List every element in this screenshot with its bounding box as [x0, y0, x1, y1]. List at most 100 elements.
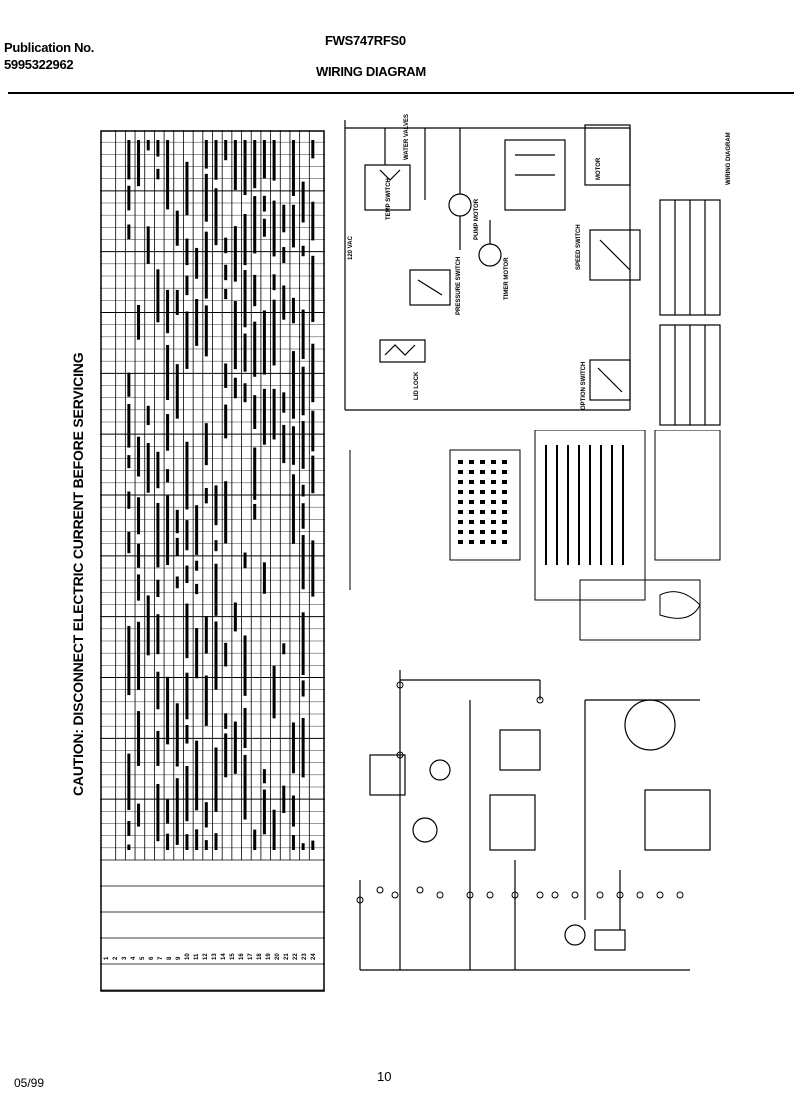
- cam-contact-bar: [282, 424, 286, 464]
- cam-contact-bar: [262, 310, 266, 375]
- cam-contact-bar: [127, 753, 131, 810]
- legend-symbol: [491, 500, 496, 504]
- cam-contact-bar: [185, 565, 189, 584]
- cam-contact-bar: [311, 140, 315, 159]
- legend-symbol: [458, 460, 463, 464]
- legend-symbol: [458, 530, 463, 534]
- cam-contact-bar: [224, 140, 228, 161]
- cam-contact-bar: [224, 264, 228, 281]
- cam-contact-bar: [224, 237, 228, 254]
- cam-contact-bar: [282, 785, 286, 814]
- cam-contact-bar: [214, 833, 218, 850]
- cam-contact-bar: [156, 579, 160, 598]
- cam-contact-bar: [156, 614, 160, 655]
- cam-contact-bar: [311, 255, 315, 322]
- cam-contact-bar: [253, 395, 257, 429]
- legend-symbol: [469, 480, 474, 484]
- legend-symbol: [458, 520, 463, 524]
- timer-row-number: 22: [293, 953, 299, 960]
- cam-contact-bar: [185, 725, 189, 744]
- cam-contact-bar: [282, 392, 286, 413]
- option-switch-label: OPTION SWITCH: [581, 362, 587, 410]
- water-valves-label: WATER VALVES: [404, 114, 410, 160]
- timer-row-number: 14: [221, 953, 227, 960]
- cam-contact-bar: [185, 765, 189, 822]
- cam-contact-bar: [224, 642, 228, 667]
- cam-contact-bar: [262, 789, 266, 835]
- legend-symbol: [469, 520, 474, 524]
- cam-contact-bar: [272, 388, 276, 440]
- terminal-connector: [356, 896, 364, 904]
- cam-contact-bar: [156, 140, 160, 157]
- legend-text-line: [600, 445, 602, 565]
- timer-row-number: 6: [149, 956, 155, 960]
- cam-contact-bar: [253, 447, 257, 500]
- legend-symbol: [469, 540, 474, 544]
- terminal-connector: [391, 891, 399, 899]
- cam-contact-bar: [291, 297, 295, 324]
- terminal-connector: [466, 891, 474, 899]
- cam-contact-bar: [233, 140, 237, 190]
- legend-symbol: [480, 510, 485, 514]
- cam-contact-bar: [224, 733, 228, 778]
- publication-label: Publication No.: [4, 40, 95, 55]
- cam-contact-bar: [204, 488, 208, 504]
- legend-symbol: [469, 460, 474, 464]
- cam-contact-bar: [243, 140, 247, 196]
- cam-contact-bar: [214, 485, 218, 526]
- cam-contact-bar: [291, 835, 295, 850]
- legend-symbol: [458, 540, 463, 544]
- diagram-ref-label: WIRING DIAGRAM: [726, 132, 732, 185]
- legend-block: [349, 430, 721, 641]
- cam-contact-bar: [146, 443, 150, 493]
- terminal-connector: [656, 891, 664, 899]
- cam-contact-bar: [272, 665, 276, 719]
- timer-row-number: 11: [194, 953, 200, 960]
- legend-symbol: [458, 510, 463, 514]
- cam-contact-bar: [166, 289, 170, 334]
- cam-contact-bar: [185, 520, 189, 551]
- pressure-switch-label: PRESSURE SWITCH: [456, 257, 462, 315]
- timer-row-number: 8: [167, 956, 173, 960]
- cam-contact-bar: [253, 274, 257, 307]
- legend-symbol: [480, 470, 485, 474]
- cam-contact-bar: [204, 305, 208, 357]
- terminal-connector: [596, 891, 604, 899]
- cam-contact-bar: [175, 576, 179, 589]
- cam-contact-bar: [272, 140, 276, 181]
- cam-contact-bar: [301, 181, 305, 223]
- legend-symbol: [491, 540, 496, 544]
- cam-contact-bar: [301, 843, 305, 850]
- cam-contact-bar: [224, 713, 228, 729]
- cam-contact-bar: [166, 676, 170, 745]
- page-title: WIRING DIAGRAM: [316, 64, 426, 79]
- cam-contact-bar: [166, 344, 170, 401]
- cam-contact-bar: [262, 140, 266, 179]
- legend-symbol: [491, 470, 496, 474]
- cam-contact-bar: [137, 711, 141, 766]
- cam-contact-bar: [272, 274, 276, 291]
- cam-contact-bar: [204, 840, 208, 850]
- cam-contact-bar: [195, 583, 199, 595]
- cam-contact-bar: [204, 616, 208, 654]
- cam-contact-bar: [185, 603, 189, 659]
- cam-contact-bar: [214, 621, 218, 690]
- terminal-connector: [536, 891, 544, 899]
- terminal-connector: [636, 891, 644, 899]
- cam-contact-bar: [253, 503, 257, 520]
- cam-contact-bar: [243, 635, 247, 696]
- legend-symbol: [469, 490, 474, 494]
- terminal-connector: [676, 891, 684, 899]
- timer-row-number: 15: [230, 953, 236, 960]
- cam-contact-bar: [224, 404, 228, 439]
- cam-contact-bar: [233, 721, 237, 774]
- cam-contact-bar: [233, 377, 237, 399]
- cam-contact-bar: [243, 754, 247, 820]
- cam-contact-bar: [185, 834, 189, 850]
- cam-contact-bar: [204, 173, 208, 222]
- timer-row-number: 9: [176, 956, 182, 960]
- cam-contact-bar: [262, 195, 266, 212]
- legend-text-line: [545, 445, 547, 565]
- cam-contact-bar: [137, 497, 141, 535]
- legend-symbol: [480, 530, 485, 534]
